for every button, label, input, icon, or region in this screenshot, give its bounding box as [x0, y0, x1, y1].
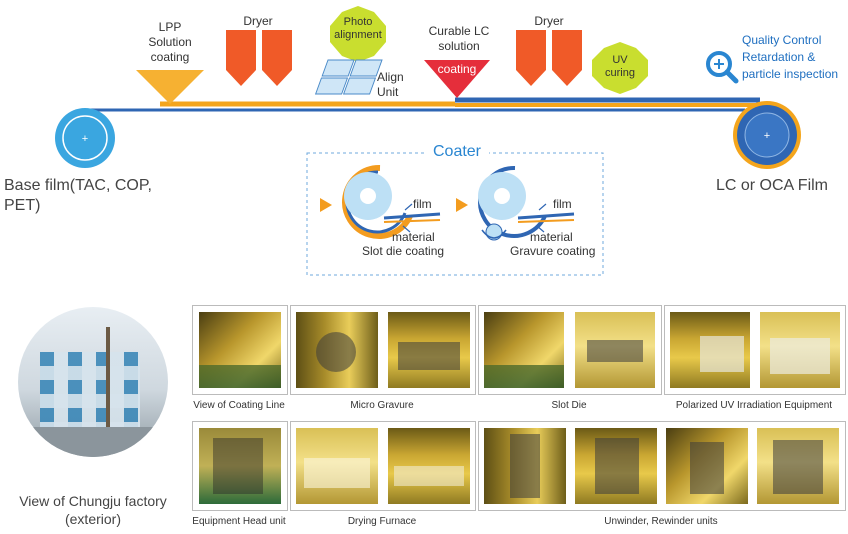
lc-film-label: LC or OCA Film: [715, 177, 828, 194]
uv-badge: [592, 42, 648, 94]
slot-die-film-label: film: [413, 197, 432, 211]
curable-lc-label: Curable LC solution: [428, 24, 490, 53]
factory-caption: View of Chungju factory (exterior): [19, 493, 167, 527]
unwinder-photo-3: [666, 428, 748, 504]
film-path-blue: [83, 108, 745, 112]
coater-box: [306, 152, 604, 276]
polarized-uv-caption: Polarized UV Irradiation Equipment: [675, 400, 833, 411]
qc-label: Quality Control Retardation & particle i…: [742, 33, 839, 81]
unwinder-photo-2: [575, 428, 657, 504]
coating-line-caption: View of Coating Line: [193, 400, 285, 411]
base-film-roll-ring: [62, 115, 108, 161]
dryer1-label: Dryer: [243, 14, 273, 28]
gravure-film-label: film: [553, 197, 572, 211]
photo-alignment-label: Photo alignment: [334, 16, 382, 41]
slot-die-panel: [478, 305, 662, 395]
polarized-uv-photo-2: [760, 312, 840, 388]
gravure-caption: Gravure coating: [510, 244, 596, 258]
base-film-roll: [55, 108, 115, 168]
drying-furnace-photo-2: [388, 428, 470, 504]
head-unit-panel: [192, 421, 288, 511]
micro-gravure-panel: [290, 305, 476, 395]
lpp-nozzle: [136, 70, 204, 104]
coater-title: Coater: [425, 143, 489, 161]
slot-die-caption: Slot Die: [551, 400, 587, 411]
polarized-uv-photo-1: [670, 312, 750, 388]
gravure-arrow: [456, 198, 468, 212]
drying-furnace-photo-1: [296, 428, 378, 504]
base-film-label: Base film(TAC, COP, PET): [4, 177, 152, 214]
dryer2-label: Dryer: [534, 14, 564, 28]
svg-text:+: +: [82, 133, 88, 145]
coating-tag: coating: [437, 62, 477, 76]
drying-furnace-caption: Drying Furnace: [347, 516, 417, 527]
dryer1-right: [262, 30, 292, 86]
gravure-small-roll: [485, 223, 503, 241]
process-diagram: + +: [55, 6, 801, 276]
svg-text:+: +: [764, 130, 770, 142]
qc-magnifier-icon: [706, 51, 732, 77]
unwinder-caption: Unwinder, Rewinder units: [604, 516, 718, 527]
dryer1-left: [226, 30, 256, 86]
coating-line-photo: [199, 312, 281, 388]
head-unit-caption: Equipment Head unit: [192, 516, 286, 527]
micro-gravure-photo-1: [296, 312, 378, 388]
lc-nozzle: [424, 60, 490, 98]
slot-die-arrow: [320, 198, 332, 212]
dryer2-left: [516, 30, 546, 86]
slot-die-photo-2: [575, 312, 655, 388]
unwinder-photo-4: [757, 428, 839, 504]
polarized-uv-panel: [664, 305, 846, 395]
unwinder-panel: [478, 421, 846, 511]
coating-line-panel: [192, 305, 288, 395]
factory-photo: [18, 307, 168, 457]
micro-gravure-photo-2: [388, 312, 470, 388]
uv-label: UV curing: [605, 54, 635, 79]
slot-die-caption: Slot die coating: [362, 244, 445, 258]
align-unit-label: Align Unit: [377, 70, 404, 99]
unwinder-photo-1: [484, 428, 566, 504]
lc-film-roll-core: [744, 112, 790, 158]
slot-die-photo-1: [484, 312, 564, 388]
photo-alignment-badge: [330, 6, 386, 62]
lpp-label: LPP Solution coating: [148, 20, 192, 64]
gravure-material-label: material: [530, 230, 573, 244]
drying-furnace-panel: [290, 421, 476, 511]
head-unit-photo: [199, 428, 281, 504]
micro-gravure-caption: Micro Gravure: [350, 400, 414, 411]
dryer2-right: [552, 30, 582, 86]
slot-die-material-label: material: [392, 230, 435, 244]
align-panels: [314, 59, 383, 95]
